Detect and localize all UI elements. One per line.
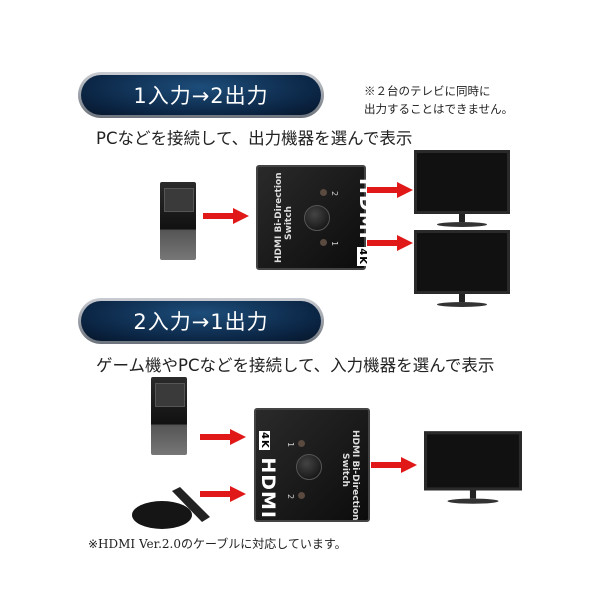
port-1-label: 1 [286, 441, 296, 448]
arrow-right-icon [200, 486, 246, 502]
section2-subtitle: ゲーム機やPCなどを接続して、入力機器を選んで表示 [96, 356, 495, 375]
switch-label-line: Switch [340, 453, 350, 487]
led-1 [320, 239, 327, 246]
section1-note: ※２台のテレビに同時に 出力することはできません。 [364, 82, 513, 118]
port-2-label: 2 [286, 493, 296, 500]
switch-button [296, 454, 322, 480]
section1-banner: 1入力→2出力 [78, 72, 324, 118]
section1-title: 1入力→2出力 [81, 75, 321, 115]
switch-label-line: HDMI Bi-Direction [274, 172, 284, 263]
section2-banner: 2入力→1出力 [78, 298, 324, 344]
footnote: ※HDMI Ver.2.0のケーブルに対応しています。 [88, 537, 347, 551]
section2-title: 2入力→1出力 [81, 301, 321, 341]
hdmi-logo: 4K HDMI [257, 431, 279, 519]
pc-tower-icon [151, 377, 187, 455]
switch-label-line: HDMI Bi-Direction [350, 430, 360, 521]
switch-button [304, 205, 330, 231]
switch-label-line: Switch [284, 206, 294, 240]
note-line: ※２台のテレビに同時に [364, 84, 491, 98]
port-2-label: 2 [330, 190, 340, 197]
arrow-right-icon [371, 457, 417, 473]
section1-subtitle: PCなどを接続して、出力機器を選んで表示 [96, 129, 413, 148]
game-console-icon [132, 487, 210, 529]
monitor-icon [414, 150, 510, 227]
port-1-label: 1 [330, 240, 340, 247]
arrow-right-icon [367, 235, 413, 251]
led-1 [298, 440, 305, 447]
monitor-icon [424, 431, 522, 504]
pc-tower-icon [160, 182, 196, 260]
monitor-icon [414, 230, 510, 307]
arrow-right-icon [203, 208, 249, 224]
led-2 [298, 492, 305, 499]
4k-badge: 4K [259, 431, 270, 450]
arrow-right-icon [367, 182, 413, 198]
led-2 [320, 189, 327, 196]
note-line: 出力することはできません。 [364, 102, 514, 116]
hdmi-logo-text: HDMI [257, 457, 279, 519]
arrow-right-icon [200, 429, 246, 445]
